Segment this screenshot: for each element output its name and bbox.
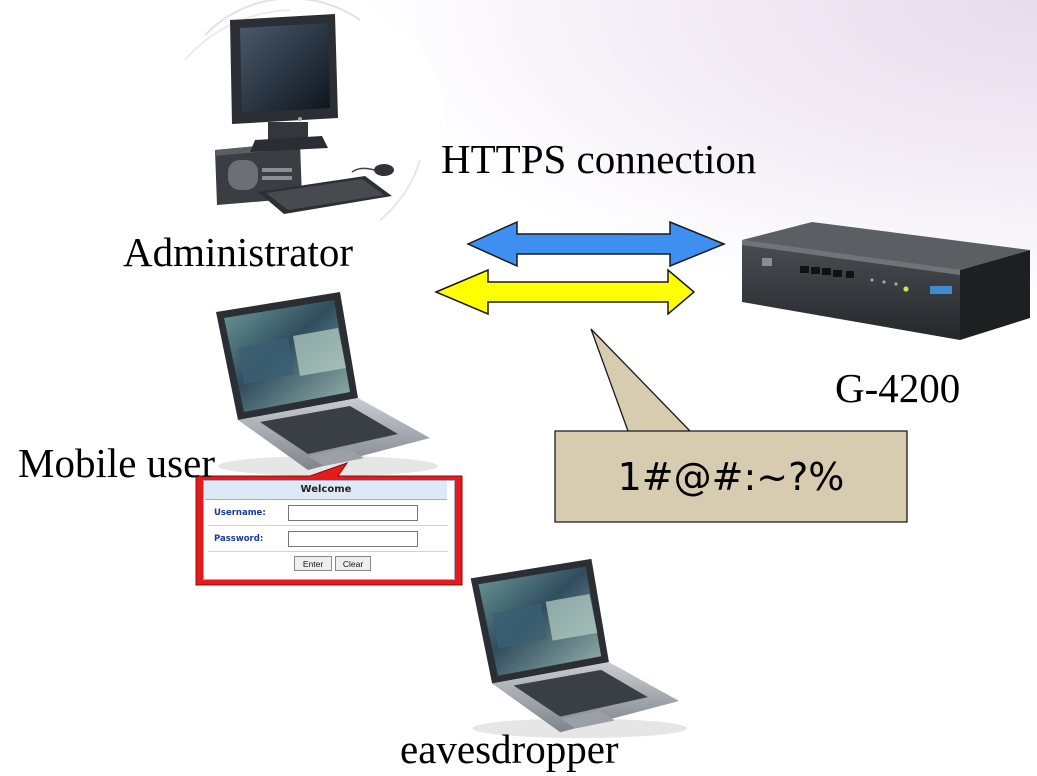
double-arrow-top-icon [466,220,726,268]
username-input[interactable] [288,505,418,521]
login-form: Welcome Username: Password: Enter Clear [203,480,455,580]
enter-button[interactable]: Enter [294,556,332,571]
network-appliance-icon [742,222,1030,340]
clear-button[interactable]: Clear [335,556,371,571]
desktop-computer-icon [155,0,445,245]
password-input[interactable] [288,531,418,547]
password-label: Password: [214,534,264,544]
eavesdropper-label: eavesdropper [400,726,619,772]
connection-label: HTTPS connection [441,136,757,182]
callout-bubble [554,328,908,523]
double-arrow-bottom-icon [434,268,696,316]
laptop-icon [216,292,438,476]
device-label: G-4200 [835,365,961,411]
mobile-user-label: Mobile user [18,440,215,486]
password-row: Password: [208,529,448,552]
username-label: Username: [214,508,266,518]
username-row: Username: [208,503,448,526]
login-form-title: Welcome [205,481,447,500]
callout-text: 1#@#:~?% [617,454,845,499]
administrator-label: Administrator [123,229,354,275]
laptop-icon [470,558,687,739]
